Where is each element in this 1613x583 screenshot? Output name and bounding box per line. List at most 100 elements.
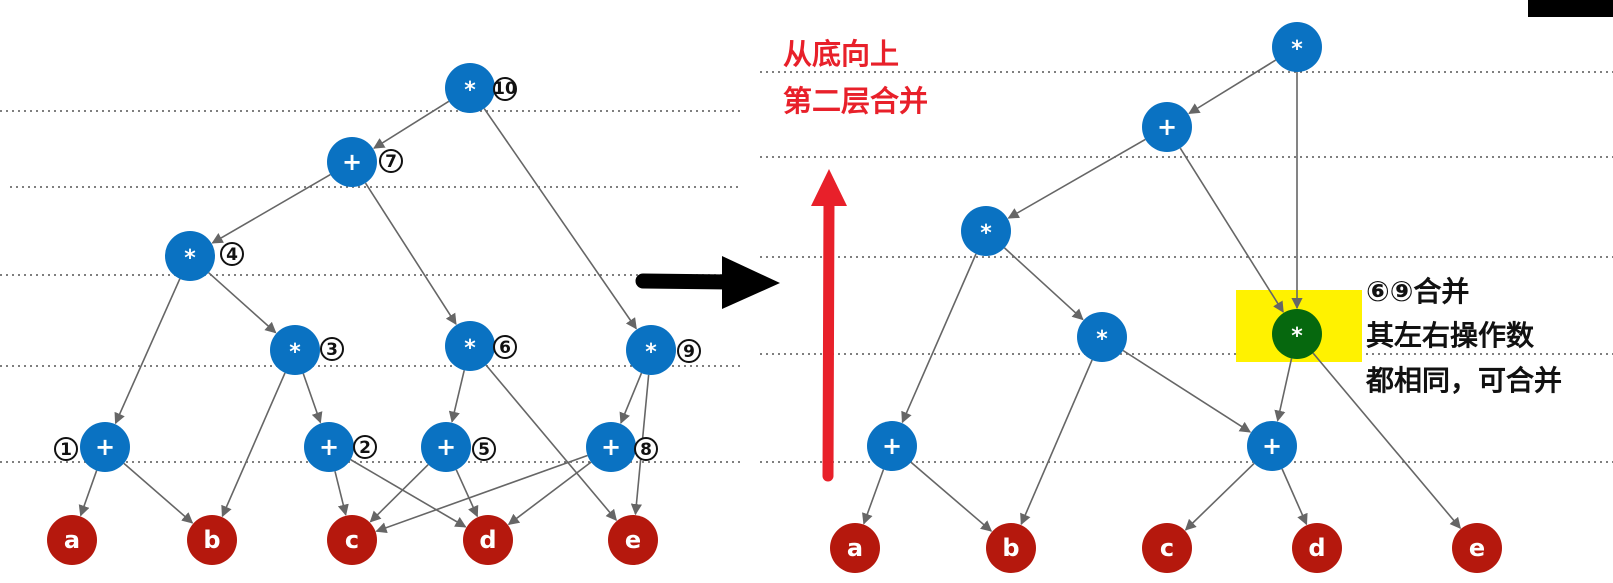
node-number-ring xyxy=(493,335,517,359)
edge-rm-r2 xyxy=(1274,358,1293,422)
left-node-n4: *4 xyxy=(165,231,244,281)
left-node-circle xyxy=(608,515,658,565)
right-node-circle xyxy=(986,523,1036,573)
edge-n10-n9 xyxy=(483,108,637,330)
left-node-label: b xyxy=(203,526,220,554)
left-node-circle xyxy=(270,325,320,375)
right-node-circle xyxy=(1272,22,1322,72)
left-node-n7: +7 xyxy=(327,137,403,187)
right-node-label: + xyxy=(882,432,902,460)
right-node-circle xyxy=(1142,102,1192,152)
edge-n2-d xyxy=(350,458,467,528)
transform-arrow-head xyxy=(722,256,780,309)
edge-r2-rd xyxy=(1281,468,1308,526)
node-number-ring xyxy=(634,437,658,461)
right-node-rd: d xyxy=(1292,523,1342,573)
right-node-rm: * xyxy=(1272,309,1322,359)
edge-rm-re xyxy=(1312,352,1461,529)
right-node-label: a xyxy=(847,534,863,562)
node-number-ring xyxy=(220,242,244,266)
right-node-r3: * xyxy=(1077,312,1127,362)
right-node-circle xyxy=(830,523,880,573)
node-number-ring xyxy=(472,437,496,461)
left-node-circle xyxy=(586,422,636,472)
left-node-label: * xyxy=(464,78,476,103)
edge-n10-n7 xyxy=(373,100,450,149)
node-number: 6 xyxy=(499,338,511,358)
right-node-label: b xyxy=(1002,534,1019,562)
node-number: 2 xyxy=(359,438,371,458)
left-node-label: + xyxy=(342,148,362,176)
node-number-ring xyxy=(379,149,403,173)
left-node-circle xyxy=(304,422,354,472)
node-number: 1 xyxy=(60,440,72,460)
edge-n2-c xyxy=(334,471,349,516)
node-number: 8 xyxy=(640,440,652,460)
right-node-circle xyxy=(867,421,917,471)
edge-n6-n5 xyxy=(448,370,465,423)
edge-r2-rc xyxy=(1184,462,1255,531)
edge-n9-n8 xyxy=(619,372,643,424)
edge-n1-b xyxy=(123,462,194,524)
edge-r10-r7 xyxy=(1188,59,1277,115)
right-node-label: * xyxy=(1096,327,1108,352)
left-node-label: d xyxy=(479,526,496,554)
left-node-label: c xyxy=(345,526,359,554)
node-number: 3 xyxy=(326,340,338,360)
left-node-label: * xyxy=(289,340,301,365)
right-node-label: e xyxy=(1469,534,1485,562)
left-node-n2: +2 xyxy=(304,422,377,472)
node-number: 9 xyxy=(683,342,695,362)
left-node-circle xyxy=(327,137,377,187)
node-number: 5 xyxy=(478,440,490,460)
left-node-d: d xyxy=(463,515,513,565)
right-node-label: + xyxy=(1262,432,1282,460)
left-node-label: * xyxy=(184,246,196,271)
right-node-rb: b xyxy=(986,523,1036,573)
edge-n8-d xyxy=(507,461,592,525)
left-node-b: b xyxy=(187,515,237,565)
left-node-n9: *9 xyxy=(626,325,701,375)
node-number: 4 xyxy=(226,245,238,265)
node-number-ring xyxy=(353,435,377,459)
right-node-circle xyxy=(1247,421,1297,471)
right-node-r1: + xyxy=(867,421,917,471)
right-node-r7: + xyxy=(1142,102,1192,152)
right-node-circle xyxy=(961,206,1011,256)
edge-n1-a xyxy=(78,470,98,517)
edge-r4-r1 xyxy=(901,253,977,424)
left-node-label: + xyxy=(319,433,339,461)
right-node-circle xyxy=(1292,523,1342,573)
right-node-r2: + xyxy=(1247,421,1297,471)
right-node-label: + xyxy=(1157,113,1177,141)
left-node-circle xyxy=(47,515,97,565)
edge-r3-rb xyxy=(1020,359,1093,526)
left-node-circle xyxy=(80,422,130,472)
level-lines xyxy=(0,71,1613,463)
caption-bottom-up: 从底向上 xyxy=(783,37,899,71)
left-node-n10: *10 xyxy=(445,63,517,113)
right-node-rc: c xyxy=(1142,523,1192,573)
edge-n5-d xyxy=(455,469,479,518)
node-number-ring xyxy=(320,337,344,361)
merge-note-line3: 都相同，可合并 xyxy=(1365,364,1562,397)
right-node-circle xyxy=(1452,523,1502,573)
left-node-n6: *6 xyxy=(445,321,517,371)
right-node-circle xyxy=(1077,312,1127,362)
right-node-label: * xyxy=(1291,324,1303,349)
node-number-ring xyxy=(493,77,517,101)
left-node-circle xyxy=(626,325,676,375)
left-node-n8: +8 xyxy=(586,422,658,472)
node-number-ring xyxy=(54,437,78,461)
left-node-circle xyxy=(463,515,513,565)
edge-n7-n6 xyxy=(364,182,457,326)
edge-n6-e xyxy=(485,364,617,521)
left-dag-edges xyxy=(78,100,650,534)
right-node-re: e xyxy=(1452,523,1502,573)
left-node-circle xyxy=(445,321,495,371)
right-node-label: * xyxy=(1291,37,1303,62)
right-node-label: d xyxy=(1308,534,1325,562)
